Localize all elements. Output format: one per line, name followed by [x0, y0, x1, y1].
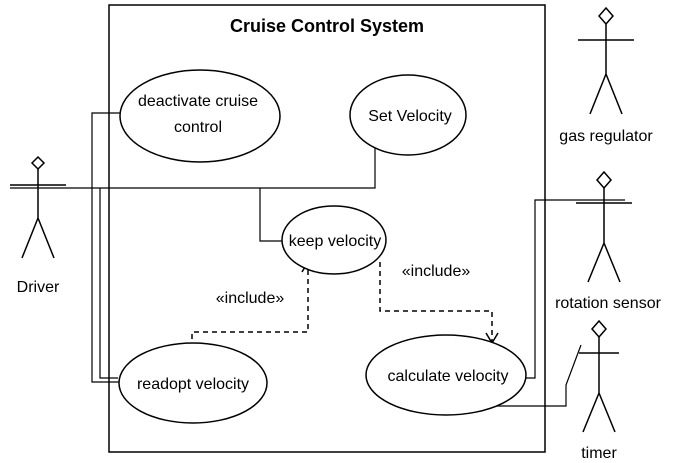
stick-figure-icon — [579, 319, 619, 433]
include-relations: «include» «include» — [191, 260, 499, 348]
use-case-deactivate-cruise-control[interactable]: deactivate cruise control — [119, 69, 281, 163]
use-case-set-velocity[interactable]: Set Velocity — [349, 74, 467, 156]
use-case-label: Set Velocity — [368, 108, 452, 125]
driver-keep-velocity-association — [259, 188, 290, 242]
use-case-label: calculate velocity — [388, 368, 509, 385]
use-case-keep-velocity[interactable]: keep velocity — [281, 205, 387, 275]
actor-label: Driver — [17, 279, 60, 296]
actor-label: timer — [581, 445, 617, 462]
driver-set-velocity-association — [10, 138, 376, 189]
use-case-label: deactivate cruise — [138, 93, 258, 110]
stick-figure-icon — [10, 155, 66, 259]
stick-figure-icon — [576, 170, 632, 283]
stick-figure-icon — [578, 6, 634, 115]
actor-label: gas regulator — [559, 128, 653, 145]
actor-timer[interactable]: timer — [579, 319, 619, 462]
include-readopt-keep — [191, 263, 309, 348]
calculate-timer-association — [488, 344, 582, 407]
associations — [10, 112, 625, 407]
use-case-label: keep velocity — [289, 233, 382, 250]
system-title: Cruise Control System — [230, 16, 424, 36]
actor-gas-regulator[interactable]: gas regulator — [559, 6, 653, 145]
use-case-label: readopt velocity — [137, 376, 249, 393]
use-case-label: control — [174, 119, 222, 136]
system-boundary — [108, 4, 546, 453]
use-case-calculate-velocity[interactable]: calculate velocity — [365, 334, 527, 416]
include-label-left: «include» — [216, 290, 285, 307]
actor-driver[interactable]: Driver — [10, 155, 66, 296]
actor-rotation-sensor[interactable]: rotation sensor — [555, 170, 662, 312]
driver-deactivate-association — [91, 112, 125, 383]
use-case-readopt-velocity[interactable]: readopt velocity — [118, 342, 268, 424]
driver-bracket-line — [99, 188, 118, 379]
calculate-rotation-sensor-association — [522, 199, 625, 379]
include-label-right: «include» — [402, 263, 471, 280]
actor-label: rotation sensor — [555, 295, 662, 312]
